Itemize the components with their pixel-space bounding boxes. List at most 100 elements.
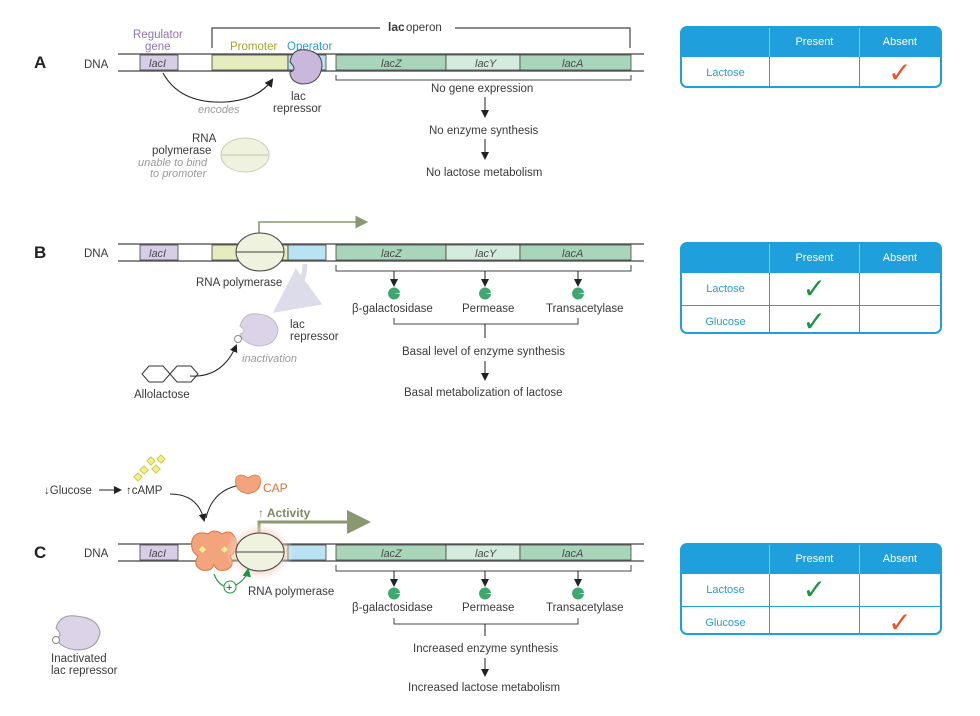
- rna-pol-label-a-2: polymerase: [152, 145, 211, 157]
- regulator-gene-label-2: gene: [145, 41, 171, 53]
- transacetylase-c: Transacetylase: [546, 602, 624, 614]
- panel-c-letter: C: [34, 543, 46, 562]
- allolactose-label: Allolactose: [134, 389, 190, 401]
- table-c-present-cell-2: [769, 606, 860, 633]
- camp-cap-arrow-1: [169, 493, 207, 522]
- table-b-absent-cell-2: [858, 305, 940, 332]
- rna-polymerase-label-b: RNA polymerase: [196, 277, 282, 289]
- lac-repressor-inactive-b: [239, 313, 279, 347]
- lacY-label-c: lacY: [475, 548, 497, 560]
- beta-galactosidase-c: β-galactosidase: [352, 602, 433, 614]
- operon-bracket-below-a: [335, 75, 632, 81]
- table-b-present-cell-1: ✓: [769, 272, 860, 306]
- inactivated-label-2: lac repressor: [51, 665, 118, 677]
- rna-pol-label-a-1: RNA: [192, 133, 217, 145]
- table-row: Glucose ✓: [682, 606, 940, 633]
- enzyme-icon-b-2: [479, 287, 491, 300]
- table-b-row-label-2: Glucose: [682, 305, 770, 332]
- lac-repressor-label-a-1: lac: [291, 91, 306, 103]
- enzyme-icon-b-3: [572, 287, 584, 300]
- camp-bound-1: [198, 545, 207, 554]
- no-enzyme-synthesis: No enzyme synthesis: [429, 125, 539, 137]
- table-a-absent-cell: ✓: [858, 56, 940, 86]
- panel-c: C DNA ↓Glucose ↑cAMP CAP lacI lacZ lacY …: [34, 454, 644, 694]
- enzyme-icon-c-2: [479, 587, 491, 600]
- cap-protein: [235, 474, 261, 495]
- allolactose-ring-1: [141, 365, 171, 383]
- allolactose-bound-b: [234, 335, 242, 343]
- table-a-corner: [682, 28, 770, 57]
- lac-operon-label: lac: [388, 20, 405, 34]
- cap-label: CAP: [263, 481, 288, 495]
- encodes-arrow: [162, 72, 274, 103]
- table-a-present-cell: [769, 56, 860, 86]
- panel-a: A DNA lac operon Regulator gene Promoter…: [34, 20, 644, 180]
- operon-bracket: [211, 27, 631, 48]
- allolactose-arrow: [189, 344, 238, 377]
- allolactose-ring-2: [169, 365, 199, 383]
- increased-enzyme-synthesis: Increased enzyme synthesis: [413, 643, 558, 655]
- plus-sign: +: [226, 582, 232, 594]
- glucose-label: ↓Glucose: [44, 485, 92, 497]
- table-b-absent-cell-1: [858, 272, 940, 306]
- enzyme-icon-c-1: [388, 587, 400, 600]
- promoter-label: Promoter: [230, 41, 277, 53]
- transcription-arrow-b: [258, 215, 369, 236]
- lac-repressor-label-a-2: repressor: [273, 103, 322, 115]
- table-c-absent-cell-1: [858, 573, 940, 607]
- camp-cap-arrow-2: [205, 485, 237, 519]
- table-a-header-absent: Absent: [858, 28, 940, 57]
- operator-region-b: [287, 244, 327, 261]
- activity-label: ↑ Activity: [258, 506, 311, 520]
- plus-circle: [223, 580, 237, 594]
- no-lactose-metabolism: No lactose metabolism: [426, 167, 542, 179]
- table-c-header-present: Present: [769, 545, 860, 574]
- table-b-header-present: Present: [769, 244, 860, 273]
- table-a-row-label: Lactose: [682, 56, 770, 86]
- no-gene-expression: No gene expression: [431, 83, 533, 95]
- inactivated-repressor: [55, 615, 101, 651]
- condition-table-a: Present Absent Lactose ✓: [680, 26, 942, 88]
- lacA-gene-a: [519, 54, 632, 71]
- panel-a-letter: A: [34, 53, 46, 72]
- table-b-row-label-1: Lactose: [682, 272, 770, 306]
- lac-operon-suffix: operon: [406, 22, 442, 34]
- table-b-present-cell-2: ✓: [769, 305, 860, 332]
- lac-repressor-a: [289, 49, 323, 85]
- dna-label-c: DNA: [84, 548, 109, 560]
- lacA-label-a: lacA: [562, 58, 583, 70]
- basal-lactose-metabolism: Basal metabolization of lactose: [404, 387, 563, 399]
- basal-enzyme-synthesis: Basal level of enzyme synthesis: [402, 346, 565, 358]
- table-b-header-absent: Absent: [858, 244, 940, 273]
- table-c-absent-cell-2: ✓: [858, 606, 940, 633]
- table-row: Lactose ✓: [682, 272, 940, 306]
- table-c-row-label-1: Lactose: [682, 573, 770, 607]
- repressor-release-arrow: [272, 263, 323, 313]
- transacetylase-b: Transacetylase: [546, 303, 624, 315]
- enzyme-icon-c-3: [572, 587, 584, 600]
- table-row: Lactose ✓: [682, 56, 940, 86]
- operon-bracket-below-c: [335, 565, 632, 572]
- inactivation-label: inactivation: [242, 353, 297, 365]
- enzyme-icon-b-1: [388, 287, 400, 300]
- dna-label-a: DNA: [84, 59, 109, 71]
- table-c-row-label-2: Glucose: [682, 606, 770, 633]
- table-b-corner: [682, 244, 770, 273]
- lacI-gene-b: [139, 244, 179, 261]
- lacA-label-c: lacA: [562, 548, 583, 560]
- panel-b-letter: B: [34, 243, 46, 262]
- table-a-header-present: Present: [769, 28, 860, 57]
- enzyme-bracket-c: [393, 618, 579, 625]
- regulator-gene-label-1: Regulator: [133, 29, 183, 41]
- camp-label: ↑cAMP: [126, 485, 163, 497]
- lacZ-label-b: lacZ: [381, 248, 403, 260]
- operon-bracket-below-b: [335, 265, 632, 272]
- inactivated-label-1: Inactivated: [51, 653, 107, 665]
- condition-table-b: Present Absent Lactose ✓ Glucose ✓: [680, 242, 942, 334]
- unable-bind-1: unable to bind: [138, 157, 208, 169]
- lacY-label-b: lacY: [475, 248, 497, 260]
- allolactose-bound-c: [52, 636, 60, 644]
- dna-label-b: DNA: [84, 248, 109, 260]
